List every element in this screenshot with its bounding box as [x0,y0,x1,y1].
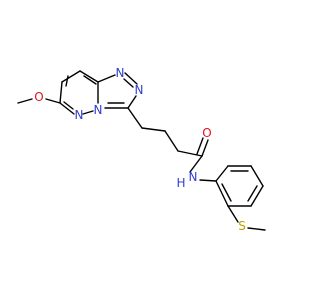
bond-c5-c4 [61,70,81,83]
sulfur-label: S [238,219,246,233]
bond-ph-c1-c2 [215,165,229,182]
bond-ch2c-carbonyl [177,150,203,157]
bonds [17,70,266,231]
bond-c3-ch2a [127,107,143,129]
nitrogen-n1-label: N [94,103,103,117]
bond-ph-c4-c5-inner [247,185,258,202]
oxygen-methoxy-label: O [34,90,43,104]
bond-ch2b-ch2c [164,130,179,152]
bond-c6-c5 [59,81,63,104]
nitrogen-n4-label: N [135,83,144,97]
bond-methyl-o [17,98,33,104]
bond-ch2a-ch2b [141,127,166,132]
bond-ph-c6-c1-inner [221,183,232,202]
bond-n3-n4-inner [123,78,134,88]
bond-ph-c4-c5 [250,185,264,207]
bond-n4-c3 [127,95,137,109]
oxygen-carbonyl-label: O [202,126,211,140]
atom-labels: O N N N N O N H S [34,66,246,233]
bond-c5-c5-inner [65,75,69,87]
nitrogen-n3-label: N [116,66,125,80]
molecule-structure: O N N N N O N H S [17,66,266,233]
bond-n-phenyl [199,179,217,182]
bond-ph-c3-c4 [250,165,264,187]
bond-carbonyl-n [189,155,203,173]
nitrogen-amide-label: N [189,170,198,184]
bond-o-c6 [45,98,61,104]
bond-n3-n4 [124,72,138,85]
bond-n2-c6 [59,102,75,115]
bond-c4-c8a [79,70,99,83]
hydrogen-amide-label: H [176,176,185,190]
bond-n1-n2 [82,110,94,115]
bond-ph-s [227,205,239,223]
bond-c4-c8a-inner [83,75,97,85]
bond-carbonyl-o-1 [201,139,209,157]
bond-ph-c6-c1 [215,180,229,207]
bond-c8a-n3 [97,74,116,83]
nitrogen-n2-label: N [75,108,84,122]
bond-carbonyl-o-2 [196,137,204,155]
bond-n2-c6-inner [63,101,74,110]
bond-s-methyl [247,227,266,231]
